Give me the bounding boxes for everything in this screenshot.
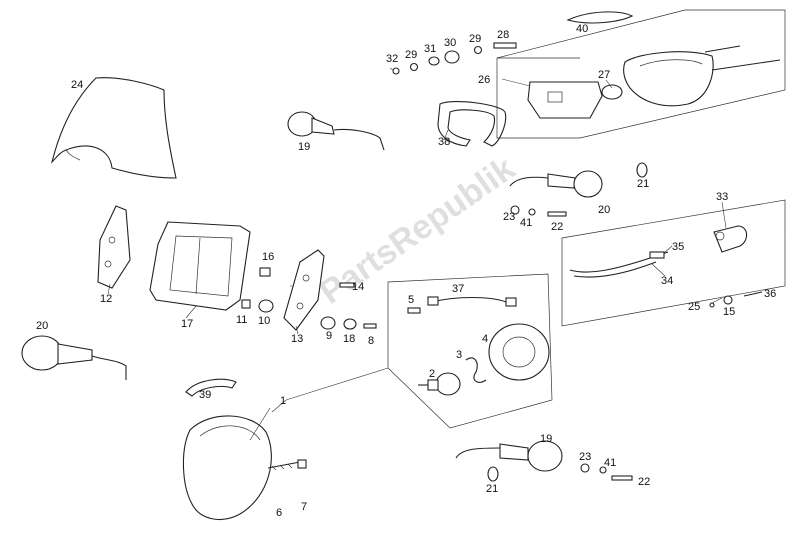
callout-17: 17 (181, 318, 193, 330)
license-light-wire (569, 251, 669, 278)
callout-9: 9 (326, 330, 332, 342)
callout-20: 20 (598, 204, 610, 216)
license-light-unit (713, 225, 748, 253)
callout-38: 38 (438, 136, 450, 148)
callout-7: 7 (301, 501, 307, 513)
callout-3: 3 (456, 349, 462, 361)
adjuster-spring-screw (267, 459, 307, 471)
turn-signal-front-left (21, 335, 127, 380)
callout-35: 35 (672, 241, 684, 253)
callout-29: 29 (469, 33, 481, 45)
callout-18: 18 (343, 333, 355, 345)
side-bracket-left (97, 205, 131, 289)
hardware-screws-washers (392, 42, 517, 75)
callout-21: 21 (486, 483, 498, 495)
callout-27: 27 (598, 69, 610, 81)
fairing-windscreen (50, 77, 177, 179)
callout-23: 23 (503, 211, 515, 223)
callout-24: 24 (71, 79, 83, 91)
callout-36: 36 (764, 288, 776, 300)
callout-30: 30 (444, 37, 456, 49)
callout-25: 25 (688, 301, 700, 313)
callout-31: 31 (424, 43, 436, 55)
callout-22: 22 (551, 221, 563, 233)
callout-13: 13 (291, 333, 303, 345)
callout-37: 37 (452, 283, 464, 295)
headlight-shell (182, 415, 272, 520)
license-light-hardware (709, 291, 763, 308)
turn-signal-hardware (510, 205, 633, 481)
callout-32: 32 (386, 53, 398, 65)
tail-light-housing (623, 45, 781, 107)
callout-28: 28 (497, 29, 509, 41)
callout-4: 4 (482, 333, 488, 345)
spring-clip (465, 357, 487, 383)
callout-6: 6 (276, 507, 282, 519)
turn-signal-front-right (455, 440, 563, 472)
callout-19: 19 (540, 433, 552, 445)
tail-light-reflector (527, 81, 623, 119)
callout-19: 19 (298, 141, 310, 153)
callout-1: 1 (280, 395, 286, 407)
license-light-frame (561, 199, 786, 327)
headlight-parts-frame (387, 273, 553, 429)
headlight-reflector-socket (488, 323, 550, 381)
trim-ring (437, 101, 507, 147)
callout-5: 5 (408, 294, 414, 306)
callout-33: 33 (716, 191, 728, 203)
callout-8: 8 (368, 335, 374, 347)
pilot-bulb (407, 307, 421, 314)
callout-14: 14 (352, 281, 364, 293)
tail-light-assembly-frame (496, 9, 786, 139)
callout-23: 23 (579, 451, 591, 463)
side-bracket-right (283, 249, 325, 331)
callout-20: 20 (36, 320, 48, 332)
tail-light-lens-cover (566, 11, 634, 24)
leader-lines (107, 67, 727, 441)
turn-signal-rear-right (509, 170, 603, 198)
callout-16: 16 (262, 251, 274, 263)
callout-12: 12 (100, 293, 112, 305)
headlight-support-frame (149, 221, 251, 311)
turn-signal-rear-left (287, 111, 385, 151)
bulb-small (487, 162, 648, 482)
callout-21: 21 (637, 178, 649, 190)
callout-29: 29 (405, 49, 417, 61)
callout-41: 41 (520, 217, 532, 229)
callout-15: 15 (723, 306, 735, 318)
callout-10: 10 (258, 315, 270, 327)
callout-labels: 40 28 29 30 31 29 32 26 27 24 19 38 21 2… (36, 23, 776, 519)
callout-34: 34 (661, 275, 673, 287)
headlight-bulb (418, 372, 461, 396)
callout-22: 22 (638, 476, 650, 488)
callout-40: 40 (576, 23, 588, 35)
bracket-hardware (241, 267, 377, 330)
callout-11: 11 (236, 314, 247, 326)
callout-41: 41 (604, 457, 616, 469)
trim-strip (185, 378, 237, 397)
headlight-wire (427, 296, 517, 307)
callout-39: 39 (199, 389, 211, 401)
callout-26: 26 (478, 74, 490, 86)
callout-2: 2 (429, 368, 435, 380)
